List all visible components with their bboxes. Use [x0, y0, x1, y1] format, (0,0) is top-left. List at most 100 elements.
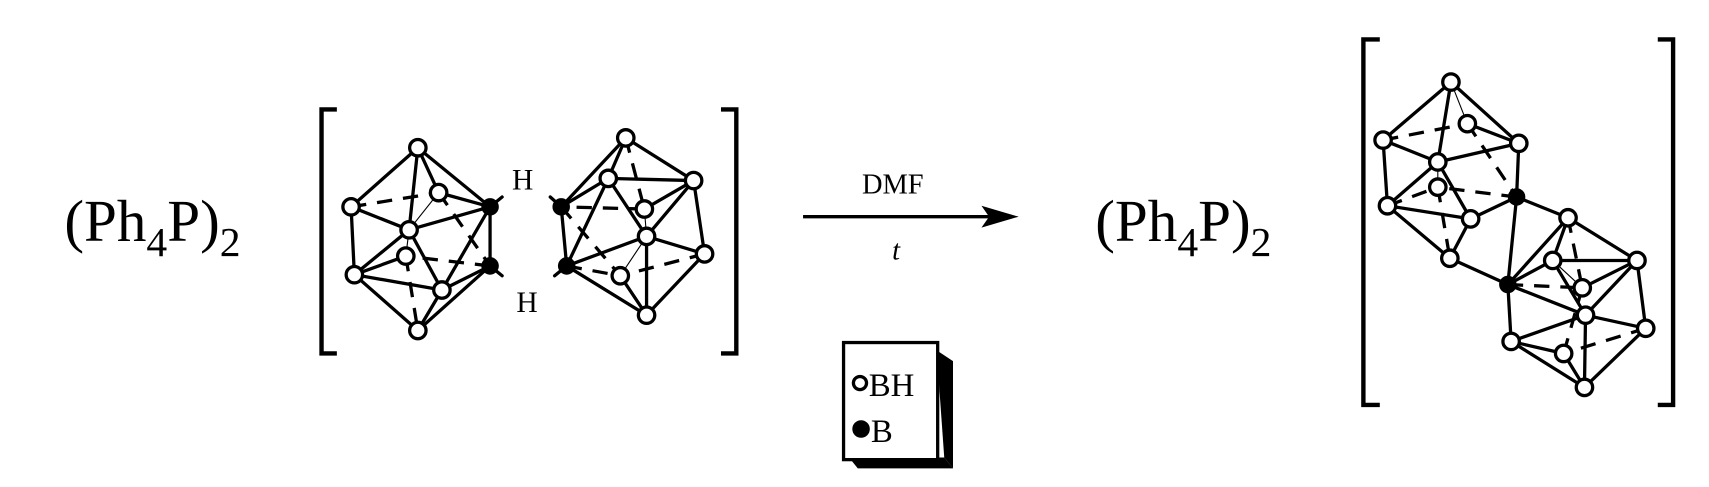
product-bond — [1583, 258, 1639, 317]
product-bond — [1551, 258, 1588, 317]
reactant-right-bracket — [720, 107, 739, 356]
product-bond — [1635, 258, 1648, 330]
reactant-bond — [559, 205, 569, 268]
reagent-label: DMF — [862, 170, 924, 201]
reactant-bond — [352, 228, 411, 277]
bh-vertex — [1377, 195, 1398, 216]
product-bond — [1580, 258, 1639, 290]
bh-vertex — [1558, 207, 1578, 228]
bh-vertex — [407, 320, 428, 341]
bh-vertex — [1427, 152, 1448, 172]
reactant-left-bracket — [319, 107, 337, 356]
reactant-bond — [691, 178, 707, 256]
bh-vertex — [1575, 305, 1596, 326]
boron-atom — [481, 198, 499, 216]
product-bond — [1582, 313, 1588, 390]
legend-bh-icon — [851, 374, 869, 392]
product-bond — [1566, 216, 1639, 263]
bh-vertex — [1427, 177, 1448, 197]
reactant-bond — [405, 254, 491, 268]
legend-box: BH B — [841, 340, 953, 469]
bh-vertex — [615, 128, 636, 148]
product-cation: (Ph4P)2 — [1095, 188, 1271, 265]
boron-atom — [1499, 275, 1517, 294]
product-right-bracket — [1657, 37, 1676, 408]
legend-label-b: B — [871, 414, 893, 450]
product-bond — [1563, 326, 1647, 356]
reactant-bond — [349, 205, 357, 277]
product-bond — [1465, 122, 1518, 198]
bh-vertex — [1627, 250, 1647, 271]
product-bond — [1436, 80, 1453, 164]
product-bond — [1436, 141, 1521, 164]
reactant-bond — [437, 191, 492, 267]
reactant-bond — [350, 190, 439, 209]
bh-vertex — [407, 137, 428, 158]
reactant-bond — [566, 264, 621, 278]
product-bond — [1566, 217, 1584, 289]
bh-vertex — [399, 219, 419, 240]
reactant-anion-cages — [341, 128, 715, 341]
product-bond — [1385, 204, 1452, 260]
boron-atom — [1507, 188, 1526, 206]
reactant-bond — [619, 252, 705, 278]
product-bond — [1385, 160, 1440, 208]
product-bond — [1385, 204, 1473, 221]
boron-atom — [557, 257, 576, 275]
bh-vertex — [636, 226, 657, 247]
reactant-bond — [404, 255, 420, 331]
reactant-bond — [565, 264, 649, 317]
product-bond — [1436, 186, 1452, 259]
bh-vertex — [432, 280, 452, 300]
reactant-bond — [559, 205, 622, 277]
boron-atom — [552, 198, 570, 216]
bh-vertex — [1373, 130, 1393, 150]
legend-b-icon — [852, 420, 870, 438]
reactant-bond — [644, 178, 696, 239]
product-bond — [1437, 185, 1517, 199]
bh-vertex — [341, 196, 361, 217]
reactant-bond — [352, 273, 444, 292]
product-bond — [1562, 287, 1584, 354]
product-bond — [1506, 282, 1588, 317]
reactant-bond — [624, 137, 646, 210]
bh-vertex — [1441, 72, 1461, 92]
bh-vertex — [1439, 248, 1460, 269]
reactant-bond — [407, 146, 420, 232]
reactant-bond — [349, 146, 420, 209]
reactant-bond — [644, 234, 707, 256]
bh-vertex — [1501, 331, 1521, 352]
bh-vertex — [636, 305, 657, 326]
reactant-cation: (Ph4P)2 — [64, 188, 240, 265]
reactant-bond — [416, 146, 492, 209]
reactant-bond — [644, 252, 707, 317]
bh-vertex — [1572, 277, 1593, 298]
bh-vertex — [634, 199, 655, 219]
reactant-bond — [440, 205, 492, 292]
reactant-bond — [559, 136, 628, 209]
reactant-bond — [606, 176, 696, 183]
product-bond — [1382, 122, 1468, 142]
bh-vertex — [1553, 343, 1574, 364]
bh-vertex — [1542, 250, 1563, 271]
condition-label: t — [892, 235, 901, 266]
product-anion-cages — [1373, 72, 1656, 398]
reactant-bond — [565, 176, 610, 268]
bh-vertex — [395, 246, 416, 266]
bridge-h-lower: H — [516, 287, 537, 319]
product-bond — [1506, 195, 1519, 287]
product-bond — [1583, 313, 1648, 330]
bh-vertex — [610, 265, 631, 286]
bh-vertex — [1574, 377, 1595, 398]
reactant-bond — [606, 176, 649, 239]
reactant-bond — [561, 205, 645, 211]
bh-vertex — [1635, 318, 1656, 339]
bh-vertex — [1457, 113, 1478, 134]
bh-vertex — [428, 182, 449, 203]
product-bond — [1506, 216, 1570, 287]
reactant-bond — [407, 205, 492, 232]
reactant-bond — [565, 234, 649, 268]
reactant-bond — [349, 205, 411, 232]
legend-label-bh: BH — [869, 368, 915, 404]
